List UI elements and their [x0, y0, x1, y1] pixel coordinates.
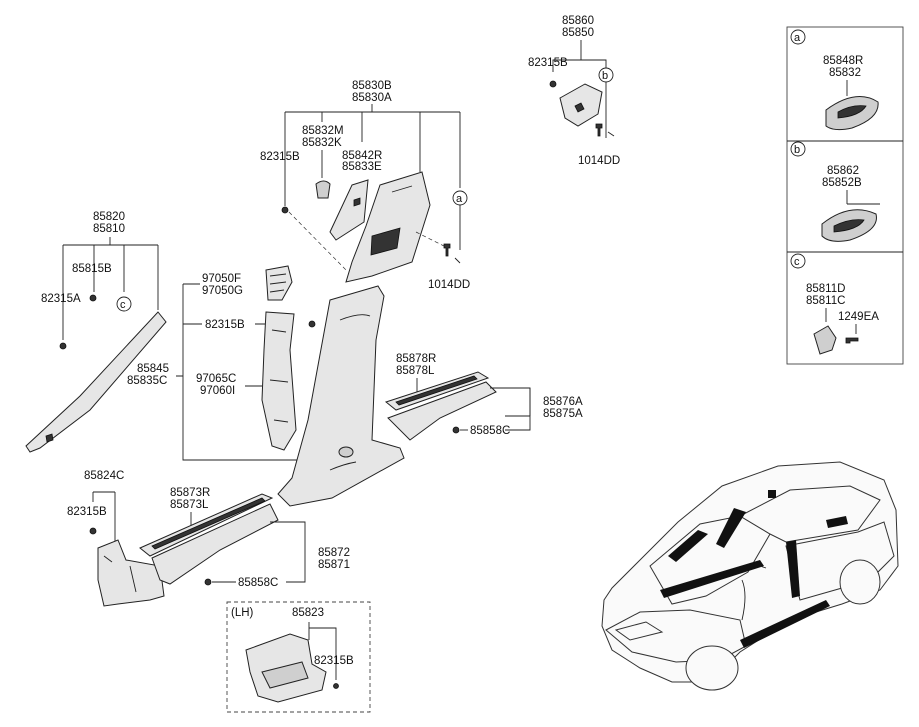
part-group-85820: 85820 85810 85815B 82315A c — [25, 211, 167, 453]
kick-panel-85824 — [97, 539, 165, 607]
label-97060I: 97060I — [200, 385, 235, 397]
label-85824C: 85824C — [84, 470, 124, 482]
callout-a-text: a — [456, 193, 463, 205]
callout-c — [116, 296, 132, 312]
label-85878R: 85878R — [396, 353, 436, 365]
part-group-85860: 85860 85850 82315B b 1014DD — [528, 15, 620, 167]
a-pillar-trim — [25, 311, 167, 453]
label-85873R: 85873R — [170, 487, 210, 499]
legend-a: a 85848R 85832 — [790, 29, 879, 131]
part-group-85872: 85873R 85873L 85872 85871 85858C — [139, 487, 350, 589]
label-82315B-lh: 82315B — [314, 655, 354, 667]
label-85875A: 85875A — [543, 408, 583, 420]
label-85830B: 85830B — [352, 80, 392, 92]
part-group-85845: 97050F 97050G 82315B 85845 85835C 97065C… — [127, 265, 405, 507]
vehicle-illustration — [601, 461, 899, 691]
clip-icon — [89, 527, 97, 535]
label-85860: 85860 — [562, 15, 594, 27]
clip-icon — [549, 80, 557, 88]
label-85858C-right: 85858C — [470, 425, 510, 437]
legend-b-line1: 85862 — [827, 165, 859, 177]
legend-frame — [786, 26, 904, 365]
label-97050F: 97050F — [202, 273, 241, 285]
legend-a-key: a — [794, 32, 801, 44]
label-82315B-center: 82315B — [205, 319, 245, 331]
clip-icon — [89, 294, 97, 302]
label-1014DD-top: 1014DD — [578, 155, 620, 167]
clip-icon — [281, 206, 289, 214]
label-85832K: 85832K — [302, 137, 342, 149]
label-82315B-kick: 82315B — [67, 506, 107, 518]
scuff-85876 — [387, 381, 497, 441]
label-82315B-pillar: 82315B — [260, 151, 300, 163]
highlight-a-pillar — [668, 530, 708, 562]
label-85832M: 85832M — [302, 125, 344, 137]
label-85810: 85810 — [93, 223, 125, 235]
part-group-85830: 85830B 85830A 85832M 85832K 82315B 85842… — [260, 80, 470, 291]
legend-a-line2: 85832 — [829, 67, 861, 79]
label-85878L: 85878L — [396, 365, 435, 377]
lh-detail-box — [226, 601, 371, 713]
legend-a-line1: 85848R — [823, 55, 863, 67]
label-85872: 85872 — [318, 547, 350, 559]
car-windshield — [649, 515, 771, 605]
label-85845: 85845 — [137, 363, 169, 375]
pillar-85830 — [345, 171, 431, 283]
part-group-85876: 85878R 85878L 85876A 85875A 85858C — [384, 353, 583, 441]
legend-c-line2: 85811C — [806, 295, 845, 307]
screw-c-icon — [845, 337, 859, 344]
part-group-85824C: 85824C 82315B — [67, 470, 165, 607]
clip-icon — [452, 426, 460, 434]
label-85858C-low: 85858C — [238, 577, 278, 589]
scuff-85872 — [151, 503, 279, 585]
cap-85832 — [315, 180, 331, 199]
clip-icon — [204, 578, 212, 586]
clip-icon — [59, 342, 67, 350]
highlight-b-pillar — [786, 540, 800, 598]
label-85842R: 85842R — [342, 150, 382, 162]
label-85850: 85850 — [562, 27, 594, 39]
legend-b: b 85862 85852B — [790, 141, 880, 242]
label-97065C: 97065C — [196, 373, 236, 385]
label-85873L: 85873L — [170, 499, 209, 511]
label-85830A: 85830A — [352, 92, 392, 104]
legend-panel: a 85848R 85832 b 85862 85852B c 85811D 8… — [786, 26, 904, 365]
trim-85842 — [329, 179, 369, 241]
label-85835C: 85835C — [127, 375, 167, 387]
label-97050G: 97050G — [202, 285, 243, 297]
legend-c-line3: 1249EA — [838, 311, 879, 323]
callout-c-text: c — [120, 299, 126, 311]
clip-icon — [308, 320, 316, 328]
label-85820: 85820 — [93, 211, 125, 223]
legend-c-line1: 85811D — [806, 283, 845, 295]
part-group-85823-lh: (LH) 85823 82315B — [226, 601, 371, 713]
label-85833E: 85833E — [342, 161, 382, 173]
screw-icon — [443, 243, 451, 257]
legend-b-key: b — [794, 144, 800, 156]
legend-c-key: c — [794, 256, 800, 268]
label-82315B-top: 82315B — [528, 57, 568, 69]
label-lh: (LH) — [231, 607, 254, 619]
legend-b-line2: 85852B — [822, 177, 862, 189]
label-85876A: 85876A — [543, 396, 583, 408]
lower-pillar-85845 — [277, 285, 405, 507]
legend-c: c 85811D 85811C 1249EA — [790, 253, 879, 355]
label-85823: 85823 — [292, 607, 324, 619]
label-82315A: 82315A — [41, 293, 81, 305]
label-85815B: 85815B — [72, 263, 112, 275]
screw-icon — [595, 123, 603, 137]
callout-b-top-text: b — [602, 70, 608, 82]
clip-c-icon — [813, 325, 837, 355]
label-1014DD-mid: 1014DD — [428, 279, 470, 291]
label-85871: 85871 — [318, 559, 350, 571]
